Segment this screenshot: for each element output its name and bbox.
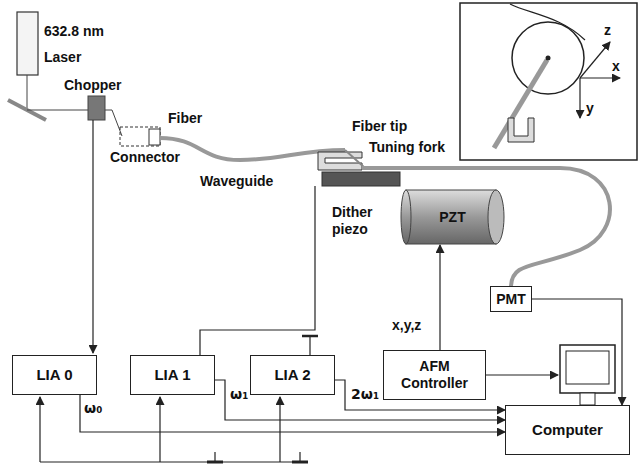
monitor: [560, 345, 615, 393]
inset-tip: [546, 56, 551, 61]
lock-in-box: LIA 0: [12, 355, 97, 395]
controller-box: AFM Controller: [383, 350, 486, 400]
node-text: PMT: [496, 291, 526, 308]
signal-wire: [39, 397, 40, 462]
inset-fiber: [494, 60, 547, 148]
node-text: PZT: [439, 209, 465, 226]
dither-piezo: [322, 172, 400, 186]
tee-symbol: [292, 461, 308, 464]
part-label: Chopper: [64, 77, 122, 94]
inset-fiber-top: [510, 4, 585, 40]
part-label: Tuning fork: [369, 139, 445, 156]
signal-bus: [40, 461, 300, 462]
inset-disc: [512, 22, 584, 94]
signal-connector: [335, 380, 505, 410]
part-label: Waveguide: [200, 173, 273, 190]
laser-beam: [27, 110, 88, 111]
inset-tuning-fork: [508, 118, 534, 142]
laser-beam: [105, 110, 122, 136]
dither-drive-wire: [200, 186, 315, 355]
laser-beam: [27, 75, 28, 110]
computer-box: Computer: [505, 405, 630, 455]
monitor-stand: [580, 393, 595, 405]
lock-in-box: LIA 1: [130, 355, 215, 395]
part-label: Dither piezo: [332, 204, 394, 238]
axis-label: x: [612, 58, 620, 75]
reference-wire: [92, 120, 93, 353]
x-axis: [580, 77, 620, 78]
reference-wire: [309, 336, 310, 355]
fiber: [160, 138, 345, 160]
inset-frame: [460, 3, 637, 160]
signal-connector: [532, 299, 622, 405]
signal-connector: [215, 380, 505, 420]
node-text: AFM Controller: [384, 358, 485, 392]
part-label: Connector: [110, 149, 180, 166]
laser-label: 632.8 nm Laser: [44, 18, 124, 70]
pzt-cylinder: PZT: [400, 189, 505, 245]
part-label: Fiber: [168, 110, 202, 127]
node-text: Computer: [532, 421, 603, 439]
signal-connector: [80, 395, 505, 432]
axis-label: z: [604, 22, 611, 39]
laser-body: [17, 12, 38, 75]
signal-wire: [159, 397, 160, 462]
chopper: [88, 96, 105, 120]
fiber-tip: [345, 150, 365, 168]
y-axis: [579, 78, 580, 118]
z-axis: [580, 42, 610, 78]
pmt-box: PMT: [490, 286, 532, 312]
display-wire: [478, 374, 558, 375]
signal-name: ω₀: [84, 400, 102, 417]
signal-wire: [279, 397, 280, 462]
signal-connector: [439, 245, 440, 350]
fiber: [362, 168, 610, 286]
tee-symbol: [207, 461, 223, 464]
node-text: LIA 2: [274, 366, 310, 384]
tuning-fork: [318, 152, 362, 170]
cylinder-outline: [400, 189, 505, 245]
node-text: LIA 0: [36, 366, 72, 384]
signal-name: 2ω₁: [351, 386, 379, 403]
tee-symbol: [302, 335, 318, 338]
connector-plug: [149, 129, 160, 145]
axis-label: y: [586, 100, 594, 117]
signal-name: ω₁: [230, 386, 248, 403]
lock-in-box: LIA 2: [250, 355, 335, 395]
edge-label: x,y,z: [392, 317, 421, 334]
part-label: Fiber tip: [352, 118, 407, 135]
connector: [120, 127, 160, 146]
node-text: LIA 1: [154, 366, 190, 384]
monitor-screen: [566, 351, 609, 384]
